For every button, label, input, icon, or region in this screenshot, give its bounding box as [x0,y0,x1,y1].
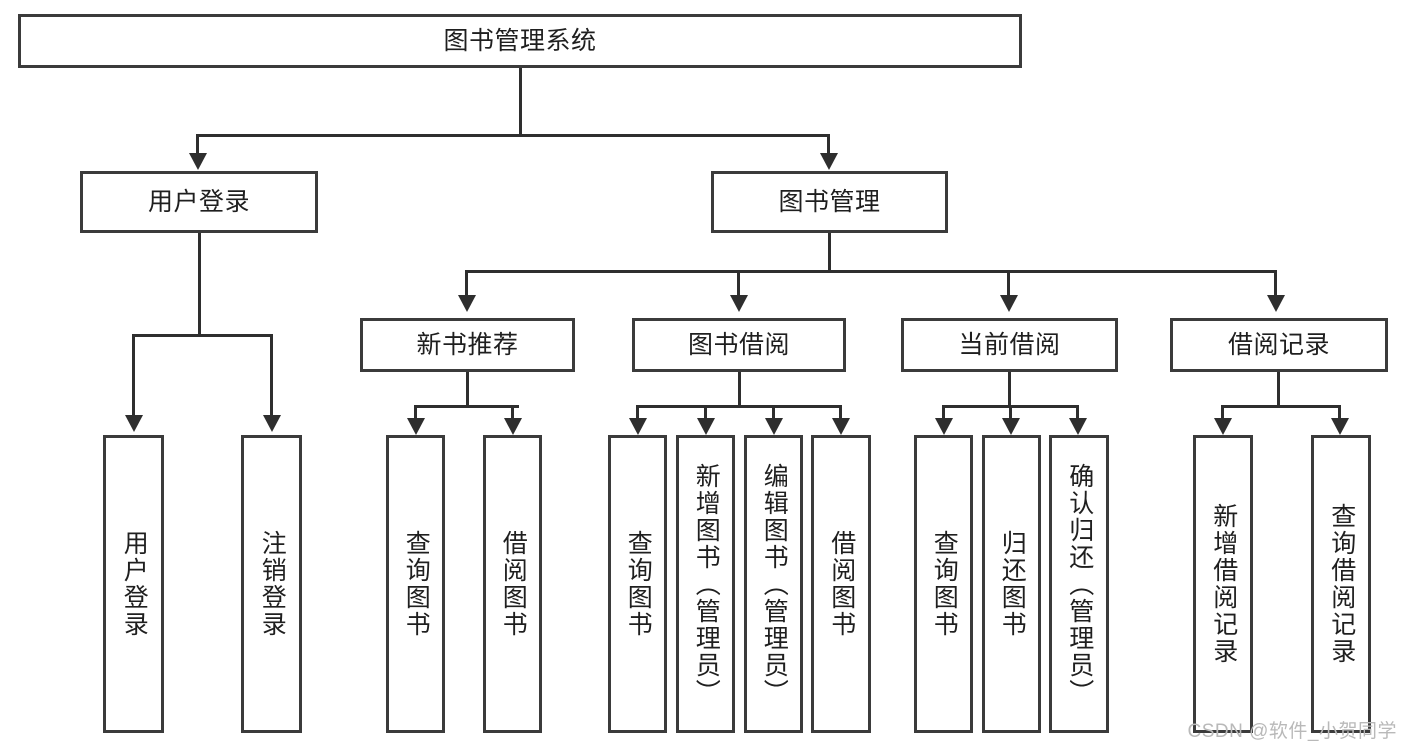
leaf-borrow-record-add-record[interactable]: 新增借阅记录 [1193,435,1253,733]
node-borrow-record[interactable]: 借阅记录 [1170,318,1388,372]
node-book-borrow[interactable]: 图书借阅 [632,318,846,372]
connector-bm-to-current-borrow [1007,270,1010,295]
node-label: 图书借阅 [687,330,790,359]
node-label: 借阅记录 [1227,330,1330,359]
leaf-label: 归还图书 [998,530,1027,638]
arrowhead-br-leaf1 [1214,418,1232,435]
arrowhead-bb-leaf1 [629,418,647,435]
node-user-login[interactable]: 用户登录 [80,171,318,233]
leaf-label: 借阅图书 [827,530,856,638]
connector-nbr-leaf1 [414,405,417,418]
connector-bb-leaf3 [772,405,775,418]
connector-br-stem [1277,372,1280,408]
connector-root-to-book-management [827,134,830,153]
arrowhead-bm-to-new-book [458,295,476,312]
leaf-label: 查询图书 [624,530,653,638]
leaf-borrow-record-query-record[interactable]: 查询借阅记录 [1311,435,1371,733]
node-label: 新书推荐 [416,330,519,359]
connector-user-login-stem [198,233,201,336]
leaf-label: 用户登录 [120,530,149,638]
connector-bm-to-new-book [465,270,468,295]
leaf-user-login-logout[interactable]: 注销登录 [241,435,302,733]
connector-bb-stem [738,372,741,408]
leaf-book-borrow-add-book-admin[interactable]: 新增图书（管理员） [676,435,735,733]
connector-nbr-leaf2 [511,405,514,418]
node-label: 图书管理 [778,187,881,216]
connector-user-login-leaf1 [132,334,135,415]
leaf-label: 确认归还（管理员） [1065,462,1094,706]
arrowhead-cb-leaf1 [935,418,953,435]
node-label: 用户登录 [147,187,250,216]
connector-cb-leaf3 [1076,405,1079,418]
leaf-new-book-borrow-book[interactable]: 借阅图书 [483,435,542,733]
arrowhead-bm-to-current-borrow [1000,295,1018,312]
connector-nbr-stem [466,372,469,408]
leaf-label: 编辑图书（管理员） [760,462,789,706]
connector-book-management-bus [465,270,1277,273]
leaf-new-book-query-book[interactable]: 查询图书 [386,435,445,733]
leaf-label: 借阅图书 [499,530,528,638]
arrowhead-bm-to-book-borrow [730,295,748,312]
leaf-current-borrow-query-book[interactable]: 查询图书 [914,435,973,733]
leaf-label: 注销登录 [258,530,287,638]
connector-bb-leaf1 [636,405,639,418]
leaf-label: 查询图书 [402,530,431,638]
connector-br-leaf2 [1338,405,1341,418]
arrowhead-cb-leaf2 [1002,418,1020,435]
leaf-book-borrow-edit-book-admin[interactable]: 编辑图书（管理员） [744,435,803,733]
node-root-book-management-system[interactable]: 图书管理系统 [18,14,1022,68]
arrowhead-nbr-leaf2 [504,418,522,435]
connector-user-login-bus [132,334,270,337]
leaf-book-borrow-query-book[interactable]: 查询图书 [608,435,667,733]
connector-cb-leaf2 [1009,405,1012,418]
arrowhead-nbr-leaf1 [407,418,425,435]
leaf-current-borrow-return-book[interactable]: 归还图书 [982,435,1041,733]
leaf-user-login-login[interactable]: 用户登录 [103,435,164,733]
arrowhead-root-to-user-login [189,153,207,170]
arrowhead-cb-leaf3 [1069,418,1087,435]
arrowhead-br-leaf2 [1331,418,1349,435]
node-new-book-recommend[interactable]: 新书推荐 [360,318,575,372]
connector-br-bus [1221,405,1341,408]
connector-root-bus [196,134,830,137]
arrowhead-user-login-leaf1 [125,415,143,432]
node-book-management[interactable]: 图书管理 [711,171,948,233]
arrowhead-bb-leaf4 [832,418,850,435]
connector-cb-stem [1008,372,1011,408]
leaf-current-borrow-confirm-return-admin[interactable]: 确认归还（管理员） [1049,435,1109,733]
node-current-borrow[interactable]: 当前借阅 [901,318,1118,372]
leaf-label: 新增图书（管理员） [692,462,721,706]
connector-bb-bus [636,405,841,408]
leaf-label: 查询图书 [930,530,959,638]
connector-bm-to-book-borrow [737,270,740,295]
arrowhead-bb-leaf3 [765,418,783,435]
connector-bm-to-borrow-record [1274,270,1277,295]
node-label: 当前借阅 [958,330,1061,359]
leaf-label: 新增借阅记录 [1209,503,1238,665]
connector-cb-leaf1 [942,405,945,418]
arrowhead-bm-to-borrow-record [1267,295,1285,312]
connector-bb-leaf2 [704,405,707,418]
connector-nbr-bus [414,405,519,408]
connector-br-leaf1 [1221,405,1224,418]
connector-root-to-user-login [196,134,199,153]
connector-book-management-stem [828,233,831,272]
arrowhead-root-to-book-management [820,153,838,170]
connector-root-stem [519,68,522,134]
node-label: 图书管理系统 [443,26,597,55]
connector-bb-leaf4 [839,405,842,418]
arrowhead-bb-leaf2 [697,418,715,435]
leaf-book-borrow-borrow-book[interactable]: 借阅图书 [811,435,871,733]
arrowhead-user-login-leaf2 [263,415,281,432]
leaf-label: 查询借阅记录 [1327,503,1356,665]
connector-user-login-leaf2 [270,334,273,415]
